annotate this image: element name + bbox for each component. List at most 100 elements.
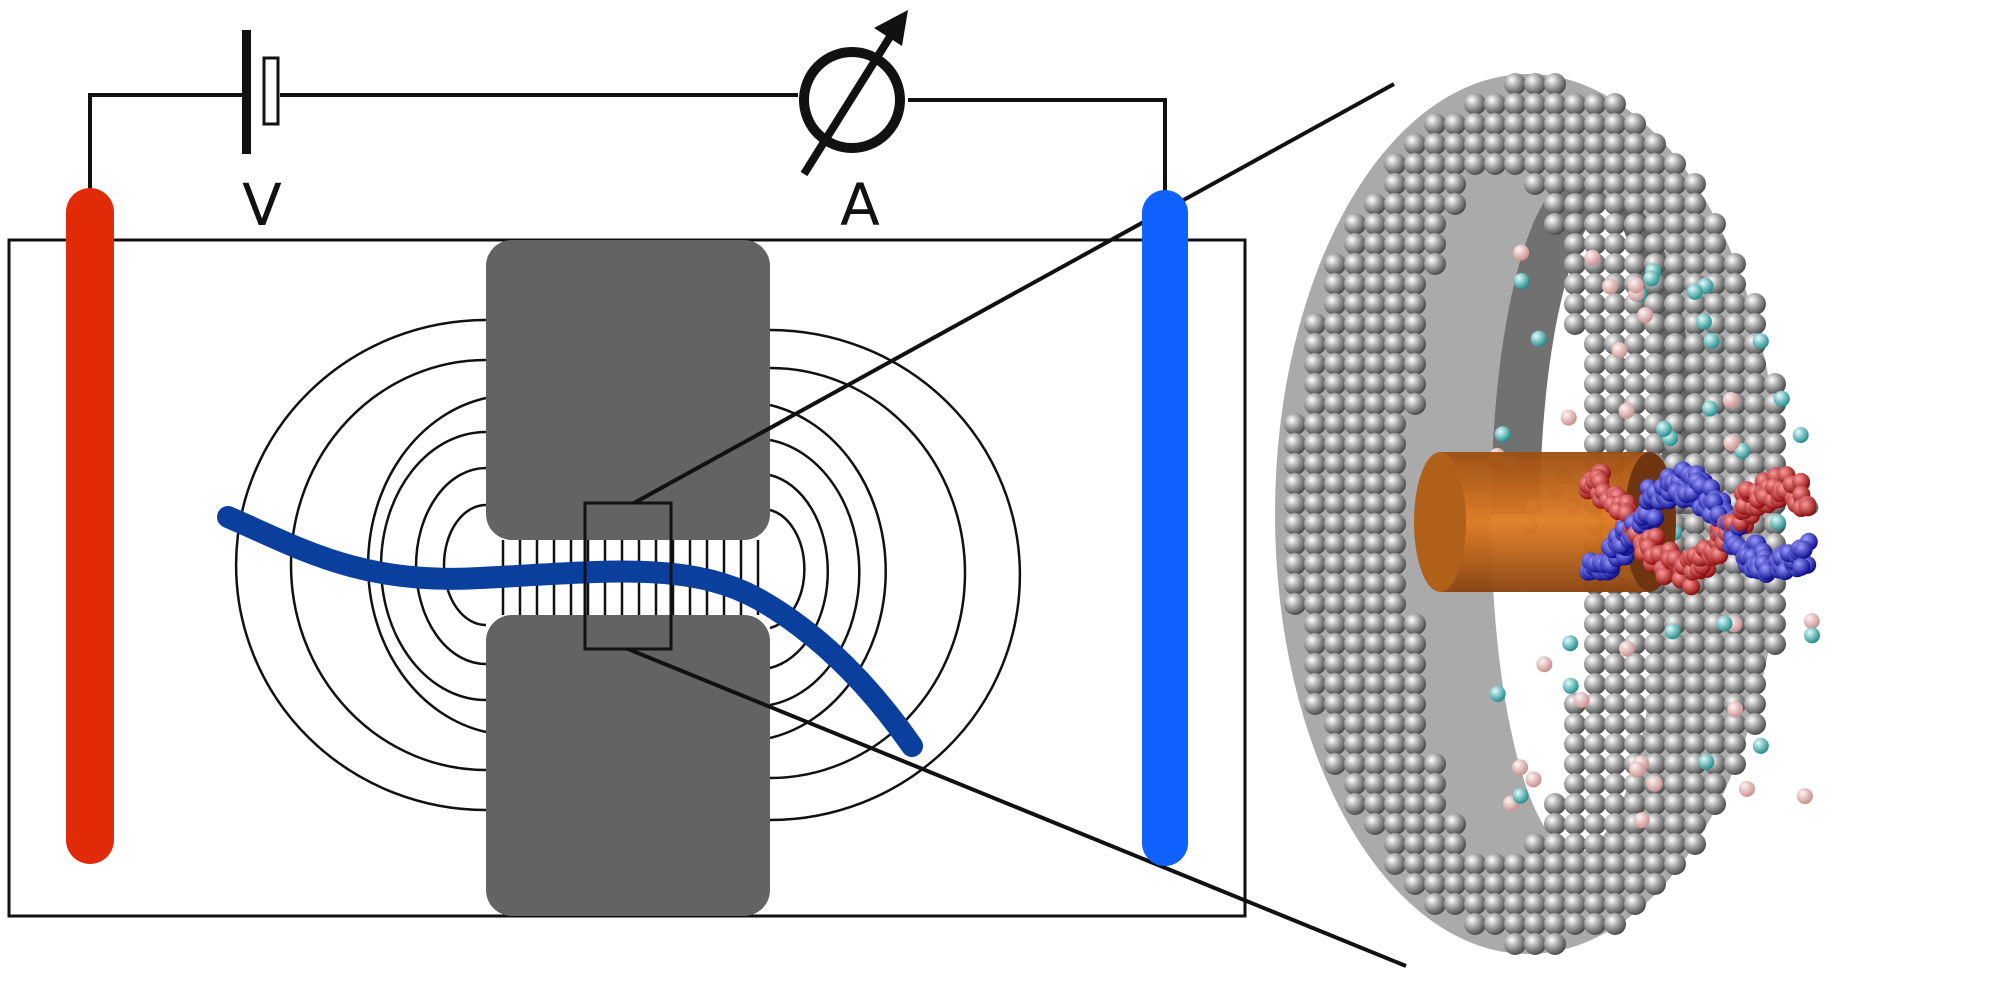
pore-atom — [1644, 673, 1666, 695]
pore-atom — [1344, 633, 1366, 655]
pore-atom — [1564, 313, 1586, 335]
pore-atom — [1284, 553, 1306, 575]
pore-atom — [1664, 393, 1686, 415]
anion — [1695, 313, 1712, 330]
pore-atom — [1584, 233, 1606, 255]
pore-atom — [1664, 713, 1686, 735]
battery-icon — [242, 30, 280, 154]
pore-atom — [1624, 873, 1646, 895]
pore-atom — [1424, 153, 1446, 175]
pore-atom — [1384, 313, 1406, 335]
pore-atom — [1604, 293, 1626, 315]
pore-atom — [1344, 773, 1366, 795]
pore-atom — [1324, 313, 1346, 335]
pore-atom — [1304, 513, 1326, 535]
pore-atom — [1704, 693, 1726, 715]
anion — [1698, 753, 1715, 770]
pore-atom — [1604, 113, 1626, 135]
pore-atom — [1584, 773, 1606, 795]
pore-atom — [1364, 553, 1386, 575]
pore-atom — [1444, 813, 1466, 835]
pore-atom — [1604, 93, 1626, 115]
pore-atom — [1624, 713, 1646, 735]
pore-atom — [1744, 593, 1766, 615]
pore-atom — [1444, 833, 1466, 855]
pore-atom — [1724, 413, 1746, 435]
pore-atom — [1584, 913, 1606, 935]
pore-atom — [1584, 673, 1606, 695]
pore-atom — [1624, 653, 1646, 675]
pore-atom — [1584, 633, 1606, 655]
pore-atom — [1744, 673, 1766, 695]
pore-atom — [1404, 613, 1426, 635]
pore-atom — [1584, 93, 1606, 115]
pore-atom — [1344, 473, 1366, 495]
pore-atom — [1404, 173, 1426, 195]
pore-atom — [1564, 133, 1586, 155]
pore-atom — [1644, 593, 1666, 615]
pore-atom — [1364, 293, 1386, 315]
pore-atom — [1724, 633, 1746, 655]
pore-atom — [1624, 613, 1646, 635]
pore-atom — [1604, 813, 1626, 835]
helix-atom-b — [1794, 540, 1813, 559]
pore-atom — [1364, 533, 1386, 555]
pore-atom — [1504, 73, 1526, 95]
pore-atom — [1344, 573, 1366, 595]
pore-atom — [1604, 853, 1626, 875]
pore-atom — [1704, 733, 1726, 755]
pore-atom — [1324, 273, 1346, 295]
pore-atom — [1524, 853, 1546, 875]
pore-atom — [1384, 213, 1406, 235]
pore-atom — [1624, 113, 1646, 135]
solution-ions — [1489, 244, 1820, 829]
pore-atom — [1684, 193, 1706, 215]
pore-atom — [1704, 293, 1726, 315]
pore-atom — [1364, 793, 1386, 815]
pore-atom — [1564, 773, 1586, 795]
ammeter-icon — [799, 10, 908, 177]
anode-electrode — [66, 188, 114, 864]
pore-atom — [1284, 413, 1306, 435]
pore-atom — [1684, 173, 1706, 195]
pore-atom — [1364, 433, 1386, 455]
cathode-electrode — [1142, 190, 1188, 866]
pore-atom — [1384, 413, 1406, 435]
pore-atom — [1484, 113, 1506, 135]
pore-atom — [1744, 373, 1766, 395]
cation — [1796, 788, 1813, 805]
pore-atom — [1764, 433, 1786, 455]
pore-atom — [1584, 213, 1606, 235]
pore-atom — [1564, 173, 1586, 195]
pore-atom — [1584, 173, 1606, 195]
pore-atom — [1584, 893, 1606, 915]
pore-atom — [1424, 113, 1446, 135]
pore-atom — [1644, 853, 1666, 875]
pore-atom — [1404, 213, 1426, 235]
pore-atom — [1324, 473, 1346, 495]
pore-atom — [1304, 693, 1326, 715]
pore-atom — [1684, 293, 1706, 315]
anion — [1664, 623, 1681, 640]
pore-atom — [1364, 573, 1386, 595]
pore-atom — [1544, 873, 1566, 895]
pore-atom — [1664, 793, 1686, 815]
pore-atom — [1404, 293, 1426, 315]
pore-atom — [1664, 673, 1686, 695]
pore-atom — [1664, 653, 1686, 675]
pore-atom — [1644, 333, 1666, 355]
pore-atom — [1364, 593, 1386, 615]
pore-atom — [1604, 653, 1626, 675]
pore-atom — [1304, 573, 1326, 595]
pore-atom — [1404, 153, 1426, 175]
pore-atom — [1704, 773, 1726, 795]
pore-atom — [1604, 153, 1626, 175]
pore-atom — [1584, 793, 1606, 815]
pore-atom — [1684, 593, 1706, 615]
pore-atom — [1624, 213, 1646, 235]
pore-atom — [1324, 573, 1346, 595]
pore-atom — [1524, 93, 1546, 115]
pore-atom — [1384, 633, 1406, 655]
pore-atom — [1644, 433, 1666, 455]
